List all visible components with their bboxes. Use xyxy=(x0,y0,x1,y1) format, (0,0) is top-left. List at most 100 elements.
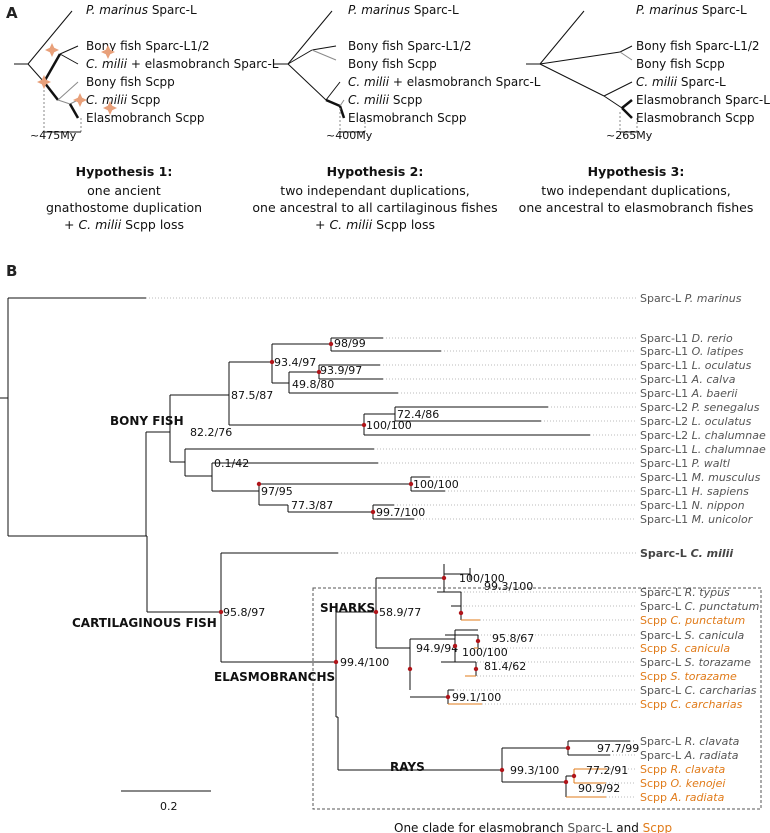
branch-sparc xyxy=(42,53,62,83)
leaf-label: Elasmobranch Scpp xyxy=(636,111,755,125)
support-value: 93.9/97 xyxy=(320,364,362,377)
tip-label: Sparc-L1 A. baerii xyxy=(640,387,738,400)
tip-gene: Sparc-L xyxy=(640,735,685,748)
branch-bony-sparc xyxy=(59,45,79,55)
tip-gene: Scpp xyxy=(640,670,671,683)
branch-lamprey xyxy=(27,10,73,65)
support-node-dot xyxy=(458,610,464,616)
leaf-gene: Bony fish Sparc-L1/2 xyxy=(348,39,472,53)
hyp-text: one ancestral to elasmobranch fishes xyxy=(519,200,754,215)
tip-species: L. chalumnae xyxy=(692,429,766,442)
support-value: 97/95 xyxy=(261,485,293,498)
support-node-dot xyxy=(361,422,367,428)
support-node-dot xyxy=(473,666,479,672)
support-node-dot xyxy=(407,666,413,672)
support-node-dot xyxy=(475,638,481,644)
support-node-dot xyxy=(328,341,334,347)
panel-a-letter: A xyxy=(6,4,18,22)
tip-species: O. kenojei xyxy=(671,777,726,790)
footer-caption: One clade for elasmobranch Sparc-L and S… xyxy=(394,821,672,833)
tip-label: Sparc-L1 O. latipes xyxy=(640,345,744,358)
leaf-species: C. milii xyxy=(348,93,390,107)
leaf-gene: Elasmobranch Scpp xyxy=(636,111,755,125)
support-node-dot xyxy=(370,509,376,515)
hyp-text: Scpp loss xyxy=(372,217,435,232)
leaf-label: P. marinus Sparc-L xyxy=(348,3,459,17)
tip-species: R. clavata xyxy=(685,735,740,748)
tip-gene: Scpp xyxy=(640,614,671,627)
tip-species: S. torazame xyxy=(671,670,738,683)
support-node-dot xyxy=(218,609,224,615)
tip-label: Sparc-L1 N. nippon xyxy=(640,499,745,512)
tip-species: A. radiata xyxy=(670,791,725,804)
scale-label: 0.2 xyxy=(160,800,178,813)
tip-label: Sparc-L C. carcharias xyxy=(640,684,757,697)
leaf-species: P. marinus xyxy=(636,3,698,17)
tip-label: Sparc-L1 L. oculatus xyxy=(640,359,752,372)
tip-gene: Scpp xyxy=(640,698,671,711)
duplication-star-elasmo xyxy=(103,101,117,115)
tip-label: Sparc-L C. milii xyxy=(640,547,733,560)
leaf-species: C. milii xyxy=(86,93,128,107)
branch-cart-sparc xyxy=(325,81,341,101)
branch-cart xyxy=(539,63,605,97)
tip-species: O. latipes xyxy=(692,345,744,358)
tip-label: Sparc-L1 P. waltl xyxy=(640,457,730,470)
tip-gene: Sparc-L1 xyxy=(640,345,692,358)
tip-species: P. waltl xyxy=(692,457,730,470)
support-node-dot xyxy=(441,575,447,581)
leaf-label: Bony fish Sparc-L1/2 xyxy=(348,39,472,53)
branch-cm-scpp xyxy=(339,99,345,107)
footer-scpp: Scpp xyxy=(643,821,672,833)
support-value: 77.2/91 xyxy=(586,764,628,777)
tip-species: C. punctatum xyxy=(671,614,746,627)
tip-gene: Sparc-L xyxy=(640,749,685,762)
leaf-label: Bony fish Scpp xyxy=(636,57,725,71)
support-node-dot xyxy=(333,659,339,665)
support-value: 99.4/100 xyxy=(340,656,389,669)
tip-label: Sparc-L S. canicula xyxy=(640,629,745,642)
tip-gene: Scpp xyxy=(640,791,671,804)
leaf-gene: Bony fish Scpp xyxy=(636,57,725,71)
branch-cart-scpp xyxy=(325,98,341,108)
hypothesis-line: gnathostome duplication xyxy=(46,200,202,215)
support-node-dot xyxy=(445,694,451,700)
tip-gene: Sparc-L1 xyxy=(640,359,692,372)
leaf-gene: Bony fish Scpp xyxy=(86,75,175,89)
hypothesis-line: two independant duplications, xyxy=(541,183,730,198)
tip-gene: Sparc-L1 xyxy=(640,457,692,470)
tip-label: Sparc-L R. clavata xyxy=(640,735,740,748)
support-value: 100/100 xyxy=(462,646,508,659)
hyp-species: C. milii xyxy=(329,217,372,232)
duplication-star xyxy=(37,75,51,89)
leaf-gene: Scpp xyxy=(389,93,422,107)
support-node-dot xyxy=(452,643,458,649)
leaf-gene: + elasmobranch Sparc-L xyxy=(127,57,279,71)
hypothesis-title: Hypothesis 1: xyxy=(76,164,173,179)
support-value: 87.5/87 xyxy=(231,389,273,402)
group-elasmobranchs: ELASMOBRANCHS xyxy=(214,670,335,684)
tip-species: H. sapiens xyxy=(692,485,750,498)
branch-bony xyxy=(539,51,621,65)
support-value: 90.9/92 xyxy=(578,782,620,795)
tip-species: C. milii xyxy=(691,547,734,560)
hyp-text: + xyxy=(315,217,329,232)
leaf-species: P. marinus xyxy=(348,3,410,17)
hyp-text: Scpp loss xyxy=(121,217,184,232)
branch-lamprey xyxy=(539,10,585,65)
support-value: 93.4/97 xyxy=(274,356,316,369)
leaf-label: Bony fish Scpp xyxy=(86,75,175,89)
branch-elasmo-scpp xyxy=(68,103,80,119)
tip-species: D. rerio xyxy=(692,332,733,345)
support-value: 58.9/77 xyxy=(379,606,421,619)
leaf-species: C. milii xyxy=(636,75,678,89)
leaf-label: C. milii Sparc-L xyxy=(636,75,726,89)
leaf-label: C. milii Scpp xyxy=(86,93,160,107)
tip-species: L. chalumnae xyxy=(692,443,766,456)
branch-scpp xyxy=(43,81,59,101)
leaf-gene: Bony fish Sparc-L1/2 xyxy=(86,39,210,53)
tip-label: Sparc-L R. typus xyxy=(640,586,730,599)
